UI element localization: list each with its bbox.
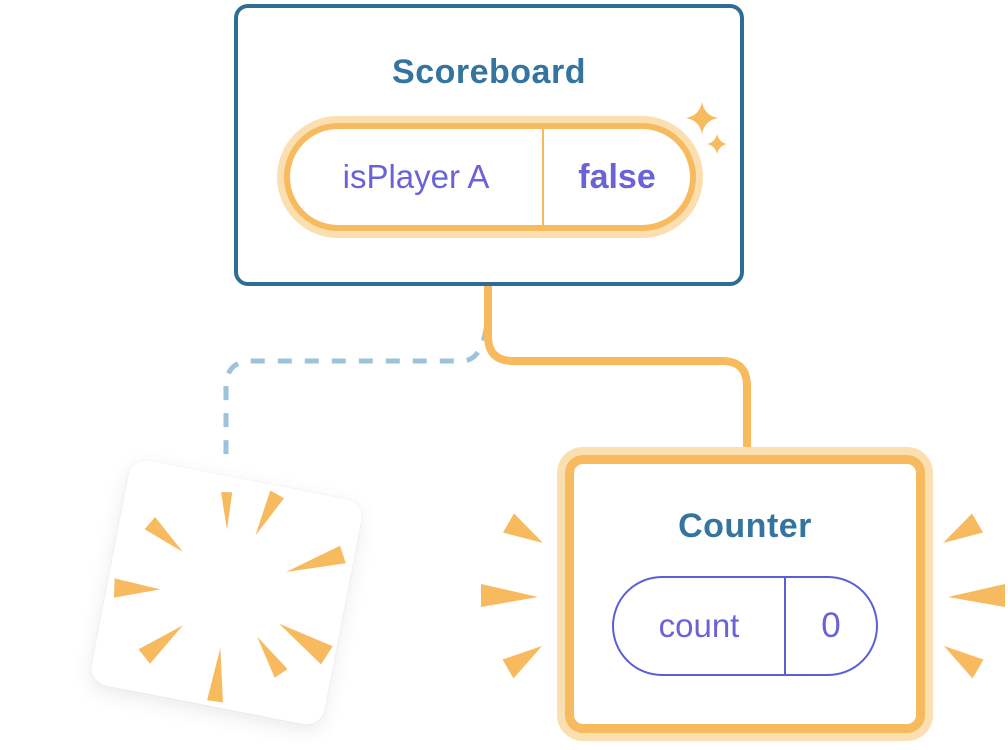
scoreboard-state-key: isPlayer A	[290, 129, 544, 225]
counter-component-card: Counter count 0	[557, 447, 933, 741]
scoreboard-state-value: false	[578, 157, 656, 196]
emphasis-marks-right-icon	[943, 513, 1005, 679]
counter-state-value: 0	[821, 606, 841, 645]
counter-card-inner: Counter count 0	[565, 455, 925, 733]
counter-state-pill: count 0	[612, 576, 878, 676]
scoreboard-state-pill: isPlayer A false	[284, 123, 696, 231]
scoreboard-title: Scoreboard	[392, 53, 586, 91]
new-child-connector	[484, 286, 751, 460]
destroyed-component-card	[88, 457, 365, 728]
counter-state-key: count	[614, 578, 786, 674]
burst-icon	[113, 490, 346, 703]
removed-child-connector-dashed	[223, 299, 491, 459]
scoreboard-component-card: Scoreboard isPlayer A false	[234, 4, 744, 286]
emphasis-marks-left-icon	[481, 513, 543, 679]
counter-title: Counter	[678, 507, 812, 545]
sparkles-icon	[686, 102, 727, 154]
